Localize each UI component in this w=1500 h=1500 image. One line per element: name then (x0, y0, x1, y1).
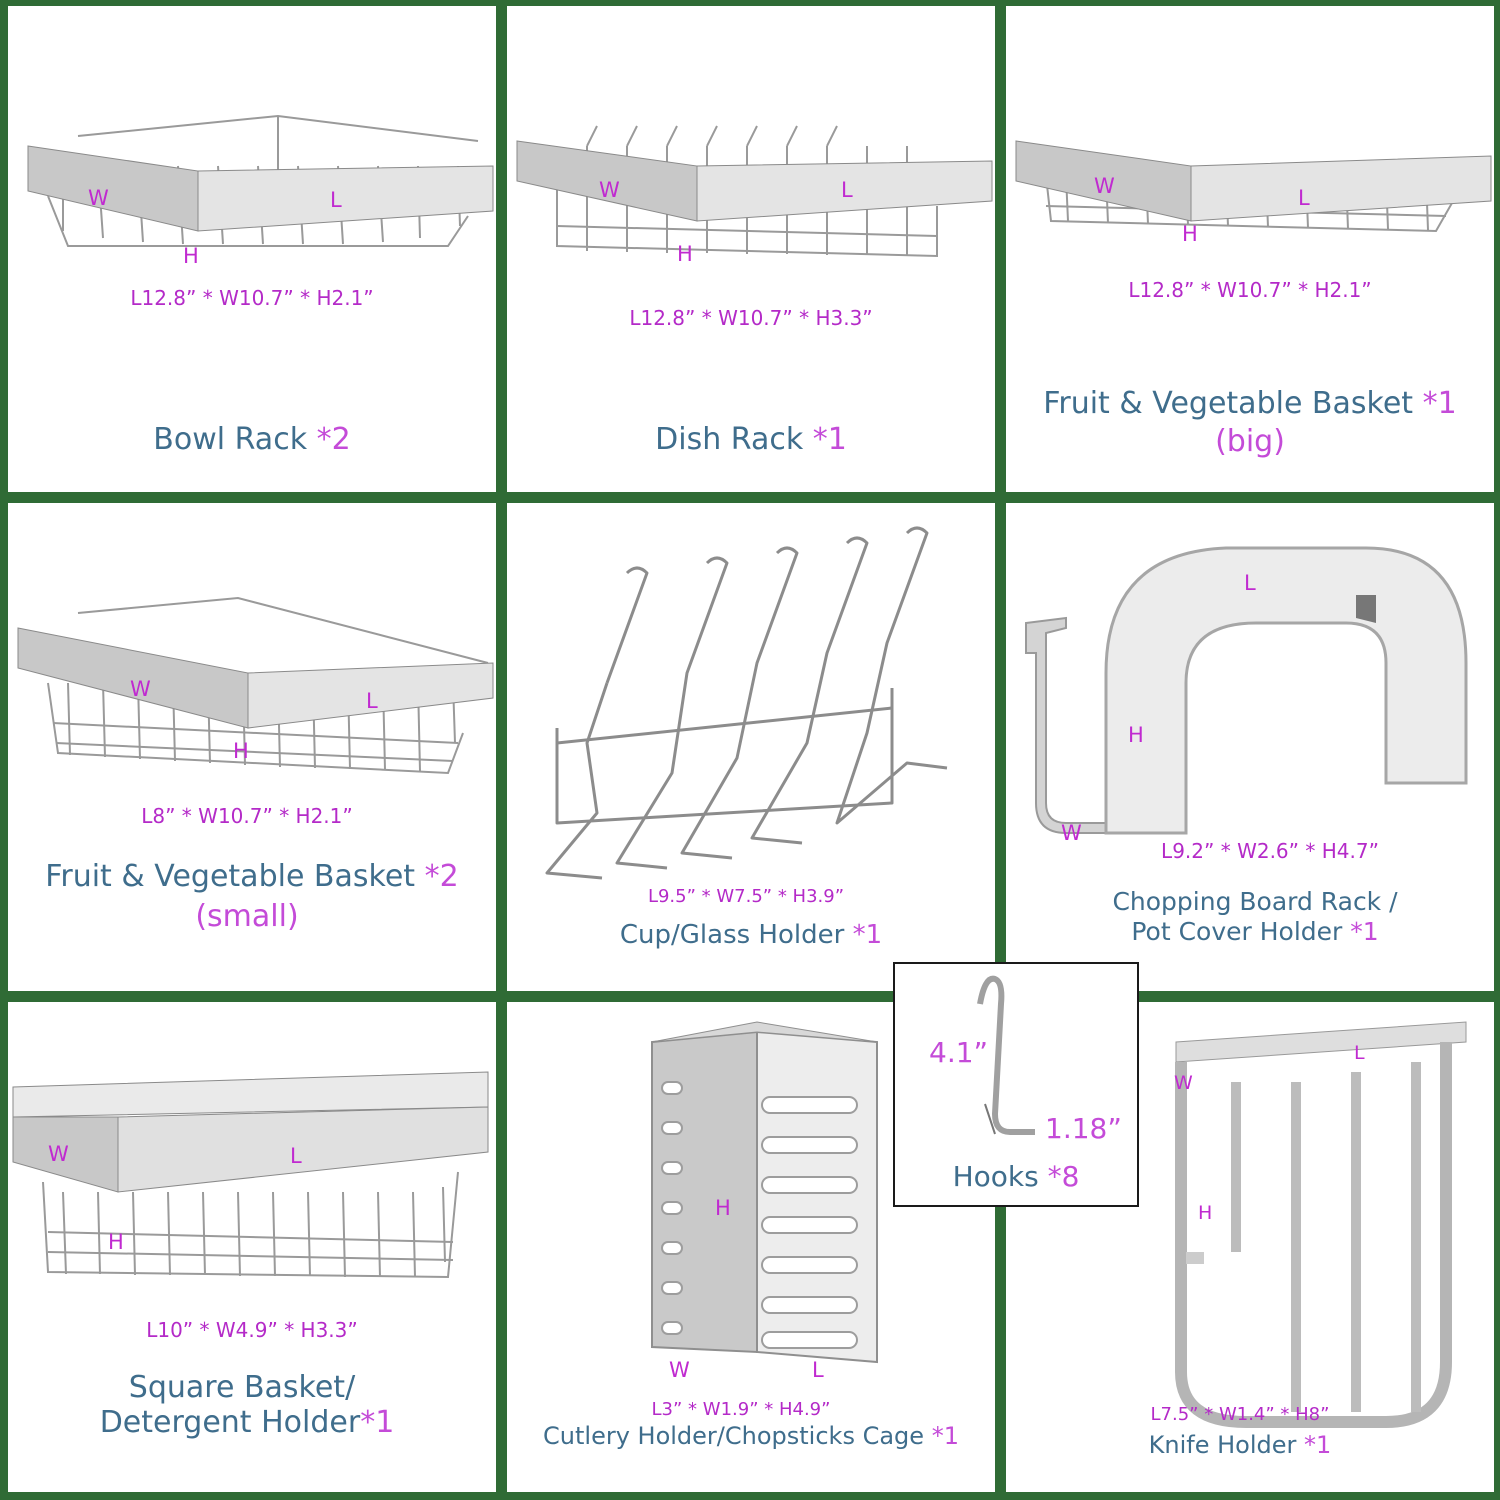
chopping-board-rack-illustration (1025, 546, 1468, 835)
product-subtitle: (big) (1215, 424, 1285, 459)
product-title-line1: Square Basket/ (128, 1370, 356, 1405)
width-letter: W (1174, 1072, 1193, 1094)
length-letter: L (330, 188, 342, 212)
product-card-big-basket: W L H L12.8” * W10.7” * H2.1” Fruit & Ve… (1006, 6, 1494, 492)
product-title: Bowl Rack *2 (153, 422, 351, 457)
length-letter: L (366, 689, 378, 713)
cutlery-cage-illustration (651, 1021, 878, 1364)
height-letter: H (1198, 1202, 1213, 1224)
length-letter: L (1354, 1042, 1365, 1064)
width-letter: W (130, 677, 151, 701)
length-letter: L (1298, 186, 1310, 210)
length-letter: L (812, 1358, 824, 1382)
product-subtitle: (small) (195, 899, 299, 934)
product-title-line1: Chopping Board Rack / (1112, 887, 1398, 916)
product-title: Cutlery Holder/Chopsticks Cage *1 (543, 1422, 959, 1450)
product-card-square-basket: W L H L10” * W4.9” * H3.3” Square Basket… (8, 1002, 496, 1492)
hook-height-label: 4.1” (929, 1036, 989, 1069)
dimensions: L3” * W1.9” * H4.9” (651, 1399, 831, 1420)
width-letter: W (88, 186, 109, 210)
height-letter: H (677, 242, 693, 266)
height-letter: H (233, 739, 249, 763)
height-letter: H (715, 1196, 731, 1220)
product-card-bowl-rack: W L H L12.8” * W10.7” * H2.1” Bowl Rack … (8, 6, 496, 492)
product-card-cutlery-cage: H W L L3” * W1.9” * H4.9” Cutlery Holder… (507, 1002, 995, 1492)
bowl-rack-illustration (27, 114, 494, 247)
height-letter: H (108, 1230, 124, 1254)
dimensions: L12.8” * W10.7” * H3.3” (629, 306, 873, 330)
dimensions: L9.5” * W7.5” * H3.9” (647, 886, 845, 907)
dimensions: L12.8” * W10.7” * H2.1” (1128, 278, 1372, 302)
height-letter: H (183, 244, 199, 268)
hook-depth-label: 1.18” (1045, 1112, 1122, 1145)
width-letter: W (48, 1142, 69, 1166)
product-title: Fruit & Vegetable Basket *1 (1043, 386, 1457, 421)
length-letter: L (290, 1144, 302, 1168)
small-basket-illustration (17, 596, 494, 775)
knife-holder-illustration (1175, 1021, 1467, 1428)
product-title-line2: Detergent Holder*1 (99, 1405, 395, 1440)
product-title: Dish Rack *1 (655, 422, 847, 457)
length-letter: L (841, 178, 853, 202)
dimensions: L10” * W4.9” * H3.3” (146, 1318, 358, 1342)
width-letter: W (1094, 174, 1115, 198)
length-letter: L (1244, 571, 1256, 595)
height-letter: H (1182, 222, 1198, 246)
dimensions: L9.2” * W2.6” * H4.7” (1161, 839, 1379, 863)
big-basket-illustration (1015, 140, 1492, 233)
dimensions: L12.8” * W10.7” * H2.1” (130, 286, 374, 310)
product-card-knife-holder: L W H L7.5” * W1.4” * H8” Knife Holder *… (1006, 1002, 1494, 1492)
product-card-cup-holder: L9.5” * W7.5” * H3.9” Cup/Glass Holder *… (507, 503, 995, 991)
height-letter: H (1128, 723, 1144, 747)
product-title: Knife Holder *1 (1148, 1431, 1332, 1459)
width-letter: W (1061, 821, 1082, 845)
dimensions: L7.5” * W1.4” * H8” (1150, 1404, 1330, 1425)
product-title: Cup/Glass Holder *1 (619, 920, 883, 950)
dimensions: L8” * W10.7” * H2.1” (141, 804, 353, 828)
hook-illustration (977, 975, 1035, 1135)
product-title: Fruit & Vegetable Basket *2 (45, 859, 459, 894)
product-card-dish-rack: W L H L12.8” * W10.7” * H3.3” Dish Rack … (507, 6, 995, 492)
product-card-hooks: 4.1” 1.18” Hooks *8 (893, 962, 1139, 1207)
product-title-line2: Pot Cover Holder *1 (1131, 917, 1379, 946)
product-card-small-basket: W L H L8” * W10.7” * H2.1” Fruit & Veget… (8, 503, 496, 991)
product-card-chopping-board-rack: L H W L9.2” * W2.6” * H4.7” Chopping Boa… (1006, 503, 1494, 991)
width-letter: W (599, 178, 620, 202)
product-title: Hooks *8 (952, 1160, 1080, 1193)
cup-holder-illustration (545, 526, 948, 880)
square-basket-illustration (12, 1071, 489, 1279)
dish-rack-illustration (516, 125, 993, 258)
width-letter: W (669, 1358, 690, 1382)
